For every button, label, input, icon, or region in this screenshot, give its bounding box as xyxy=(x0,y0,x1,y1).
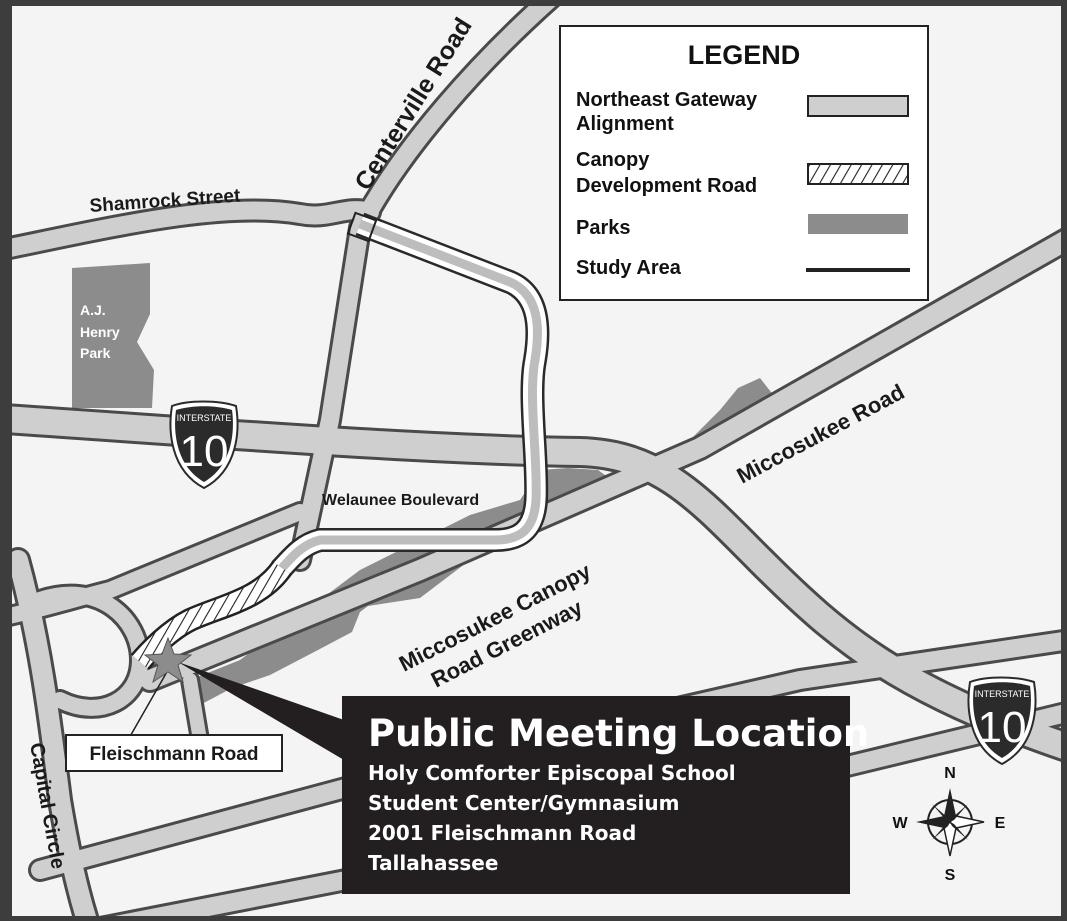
fleischmann-label-box xyxy=(65,734,283,772)
hatched-road-symbol xyxy=(807,163,909,185)
park-label-line1: A.J. xyxy=(80,302,106,318)
meeting-line-city: Tallahassee xyxy=(368,851,498,875)
meeting-callout-pointer xyxy=(178,662,344,760)
interstate-shield-east: INTERSTATE 10 xyxy=(967,676,1037,766)
compass-e: E xyxy=(995,815,1006,832)
label-fleischmann-road: Fleischmann Road xyxy=(90,744,259,765)
park-label-line2: Henry xyxy=(80,324,120,340)
legend-item-canopy-line1: Canopy xyxy=(576,149,650,171)
compass-w: W xyxy=(892,815,908,832)
shield-number: 10 xyxy=(978,703,1027,752)
legend-item-study-area: Study Area xyxy=(576,257,682,279)
legend-item-gateway-line2: Alignment xyxy=(576,113,674,135)
legend: LEGEND Northeast Gateway Alignment Canop… xyxy=(559,25,929,301)
meeting-callout: Public Meeting Location Holy Comforter E… xyxy=(342,696,869,894)
meeting-title: Public Meeting Location xyxy=(368,712,869,755)
park-swatch-symbol xyxy=(808,214,908,234)
shield-label: INTERSTATE xyxy=(177,413,232,423)
gateway-alignment-symbol xyxy=(807,95,909,117)
legend-item-parks: Parks xyxy=(576,217,631,239)
fleischmann-leader-line xyxy=(127,669,169,741)
label-welaunee-boulevard: Welaunee Boulevard xyxy=(322,492,479,509)
interstate-shield-west: INTERSTATE 10 xyxy=(169,400,239,490)
meeting-location-star-icon xyxy=(143,636,193,684)
legend-item-gateway-line1: Northeast Gateway xyxy=(576,89,758,111)
compass-s: S xyxy=(945,867,956,884)
meeting-line-school: Holy Comforter Episcopal School xyxy=(368,761,736,785)
gateway-alignment-center xyxy=(276,219,542,574)
park-label-line3: Park xyxy=(80,345,111,361)
legend-title: LEGEND xyxy=(688,40,801,70)
centerville-crossing-marker xyxy=(346,211,378,243)
aj-henry-park xyxy=(72,263,154,408)
meeting-callout-box xyxy=(342,696,850,894)
shield-label: INTERSTATE xyxy=(975,689,1030,699)
compass-n: N xyxy=(944,765,956,782)
meeting-line-address: 2001 Fleischmann Road xyxy=(368,821,636,845)
meeting-line-venue: Student Center/Gymnasium xyxy=(368,791,679,815)
shield-number: 10 xyxy=(180,427,229,476)
canopy-road-hatch xyxy=(132,562,290,669)
legend-item-canopy-line2: Development Road xyxy=(576,175,757,197)
compass-rose-icon: N S E W xyxy=(892,765,1005,884)
